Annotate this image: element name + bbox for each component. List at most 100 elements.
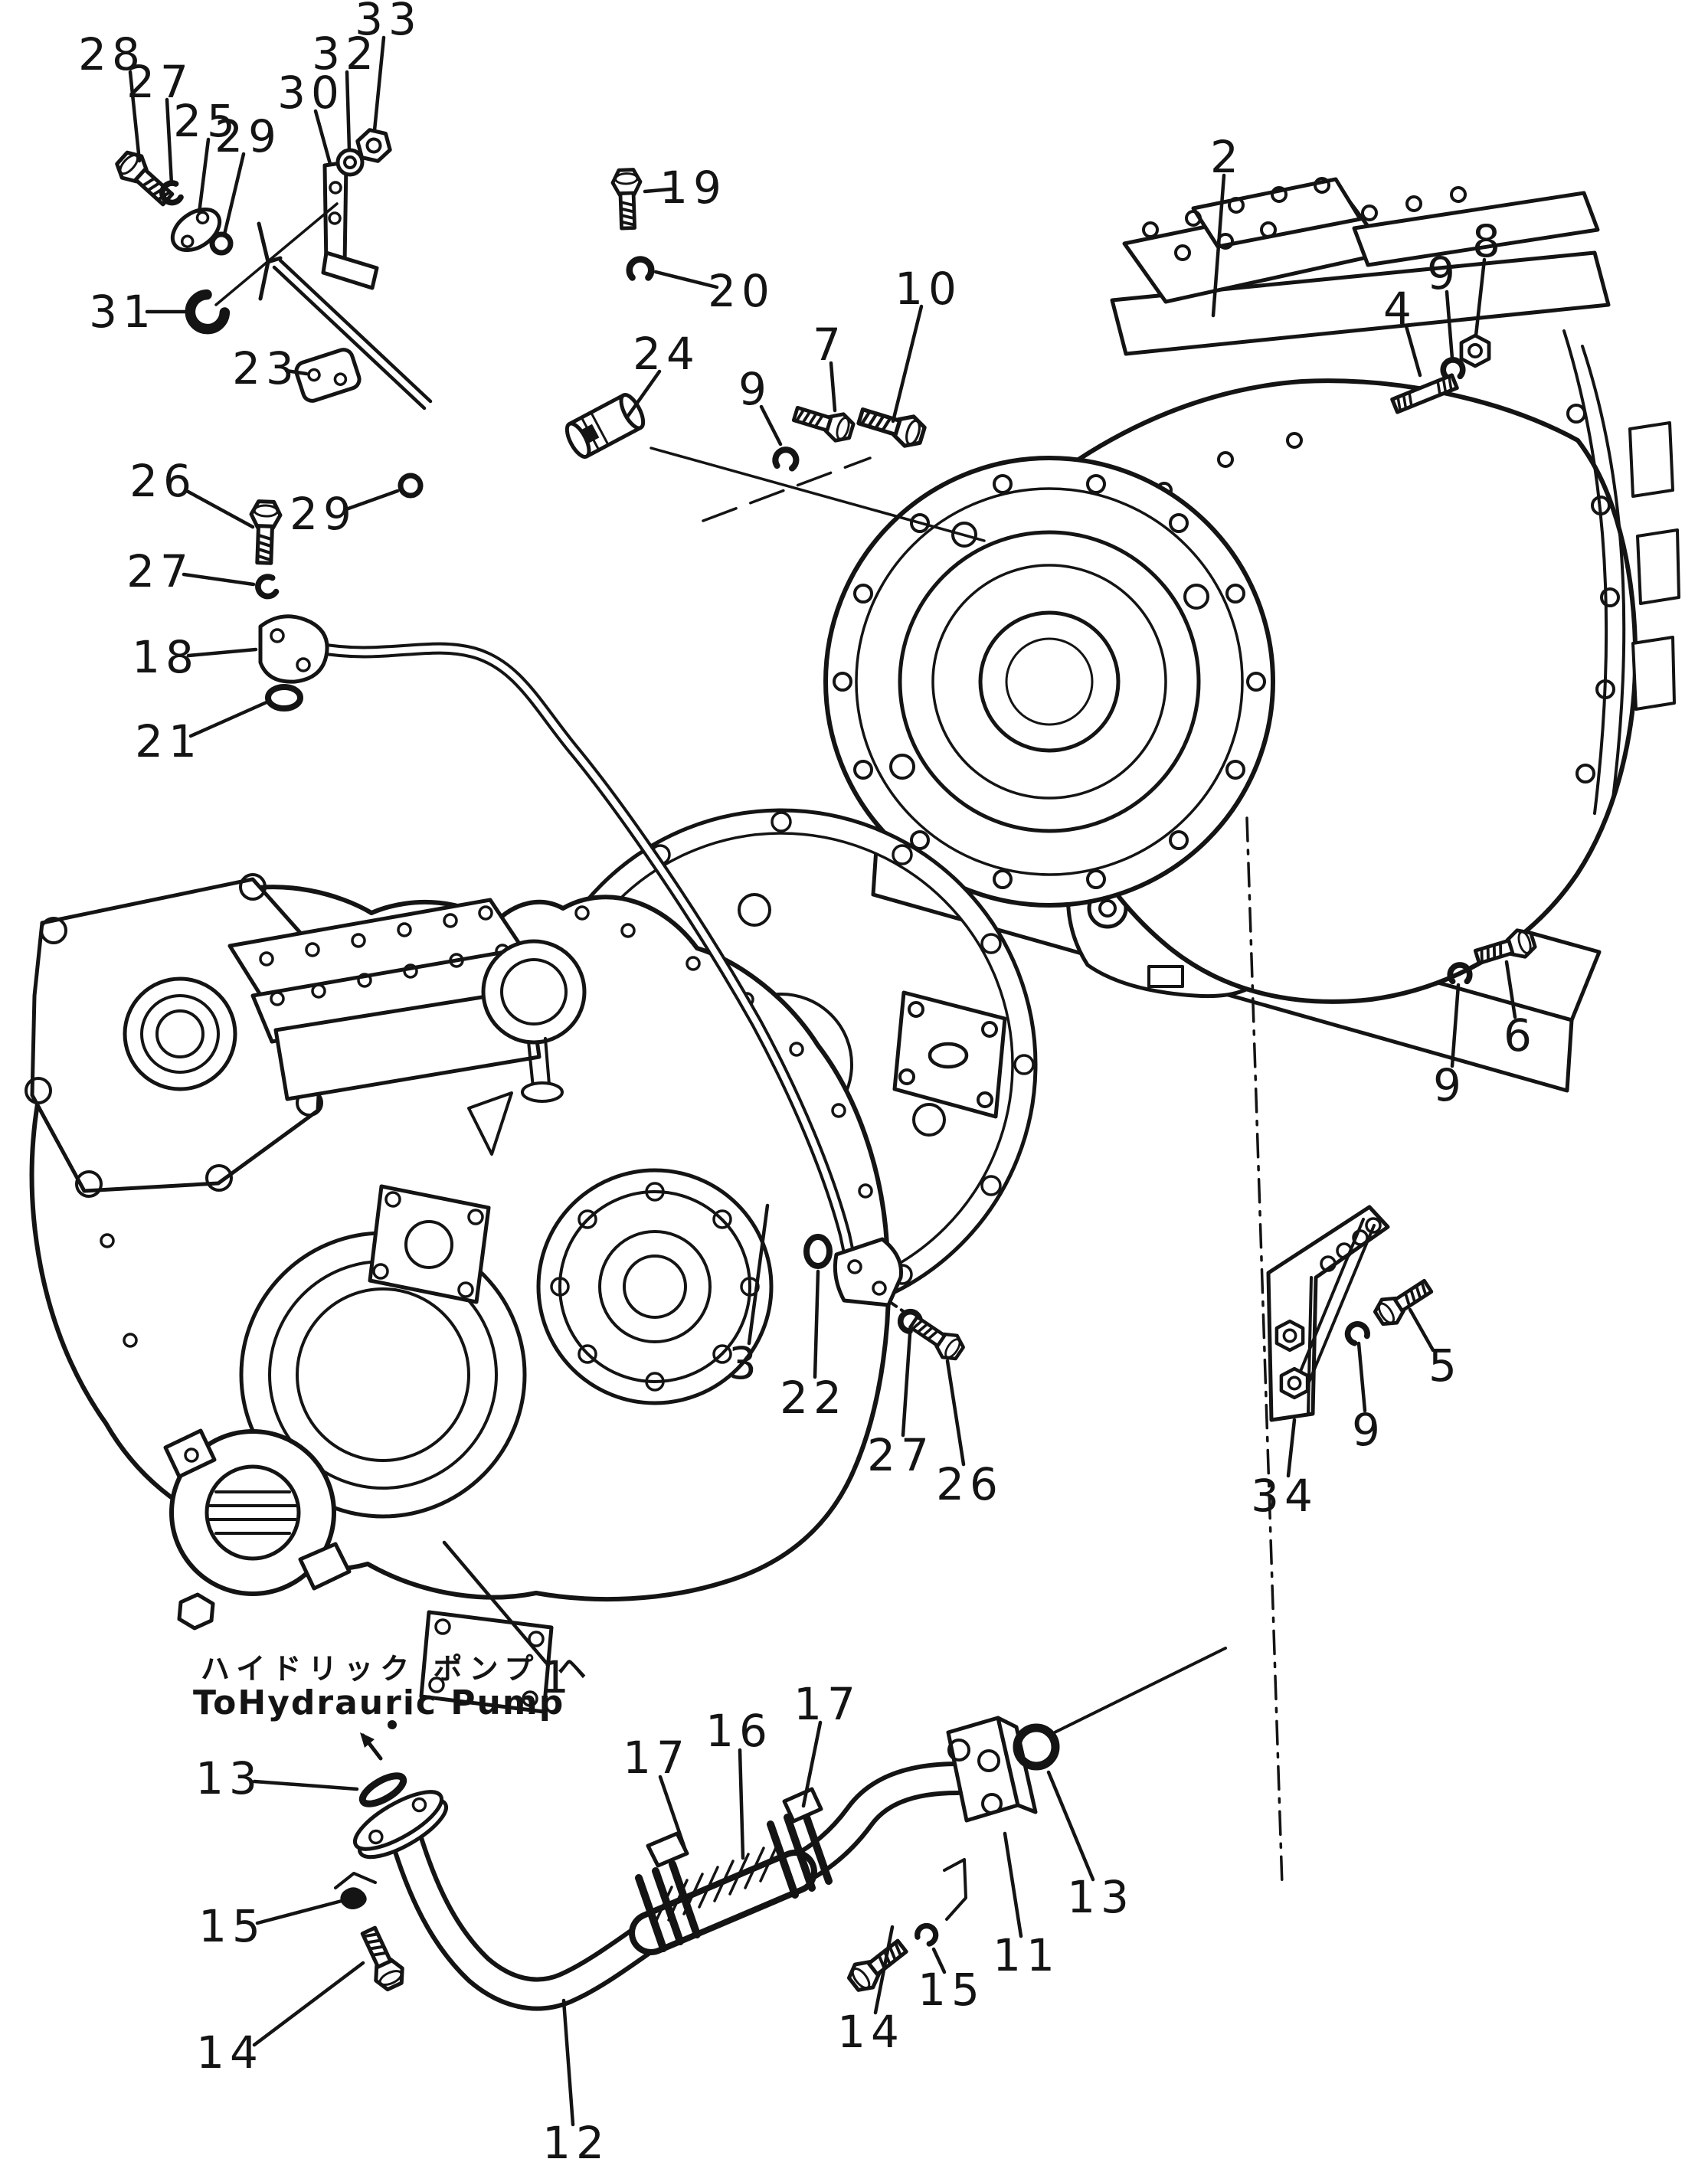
callout-19: 19 bbox=[659, 162, 727, 214]
callout-26: 26 bbox=[129, 455, 197, 507]
leader-line-34 bbox=[1286, 1418, 1297, 1478]
leader-line-22 bbox=[813, 1269, 820, 1379]
callout-33: 33 bbox=[355, 0, 422, 45]
bolt-5 bbox=[1372, 1274, 1435, 1330]
leader-line-29 bbox=[222, 152, 246, 237]
leader-line-1 bbox=[442, 1540, 548, 1665]
drain-plug bbox=[177, 1592, 215, 1631]
leader-line-14 bbox=[252, 1961, 365, 2047]
valve-deck bbox=[1110, 250, 1611, 356]
o-ring-22 bbox=[803, 1234, 833, 1269]
bolt-7 bbox=[791, 401, 855, 444]
callout-9: 9 bbox=[1433, 1059, 1467, 1111]
callout-6: 6 bbox=[1503, 1009, 1537, 1062]
callout-9: 9 bbox=[1352, 1404, 1386, 1456]
clip-20 bbox=[630, 260, 652, 278]
bearing-cover bbox=[536, 1168, 774, 1405]
washer-32 bbox=[338, 150, 362, 175]
bolt-19 bbox=[612, 169, 642, 228]
clip-31 bbox=[183, 291, 228, 336]
bolt-26-left bbox=[250, 501, 281, 563]
control-valve-stack bbox=[227, 898, 542, 1101]
note-japanese: ハイドリック ポンプ ヘ bbox=[201, 1652, 594, 1686]
leader-line-14 bbox=[873, 1925, 895, 2015]
strainer-24 bbox=[564, 393, 646, 459]
solenoid-cover-box bbox=[1352, 191, 1600, 267]
callout-5: 5 bbox=[1428, 1340, 1462, 1392]
leader-line-17 bbox=[658, 1775, 688, 1853]
callout-10: 10 bbox=[895, 263, 962, 315]
stud-4 bbox=[1390, 373, 1459, 414]
pipe-flange-11 bbox=[946, 1716, 1038, 1823]
pto-pad bbox=[368, 1184, 491, 1304]
dipstick-handle bbox=[467, 939, 587, 1156]
bracket-boss-nut bbox=[1277, 1321, 1303, 1350]
callout-21: 21 bbox=[135, 715, 202, 767]
leader-line-15 bbox=[255, 1899, 344, 1925]
leader-line-2 bbox=[1211, 173, 1226, 318]
clip-15-left bbox=[340, 1887, 367, 1910]
callout-28: 28 bbox=[78, 28, 146, 80]
leader-line-29 bbox=[344, 489, 400, 512]
pipe-flange-left bbox=[352, 1790, 449, 1860]
bolt-14-right bbox=[845, 1935, 911, 1995]
leader-line-33 bbox=[372, 35, 386, 132]
leader-line-26 bbox=[183, 488, 255, 529]
callout-14: 14 bbox=[196, 2027, 263, 2079]
bolt-10 bbox=[856, 402, 927, 450]
leader-line-9 bbox=[1450, 983, 1461, 1068]
o-ring-13-left bbox=[358, 1772, 407, 1807]
callout-30: 30 bbox=[277, 67, 345, 119]
leader-line-15 bbox=[931, 1947, 947, 1974]
leader-line-27 bbox=[901, 1332, 912, 1438]
bracket-boss-nut bbox=[1281, 1369, 1307, 1398]
callout-27: 27 bbox=[126, 56, 194, 108]
bracket-30 bbox=[321, 160, 379, 290]
callout-25: 25 bbox=[173, 95, 240, 147]
callout-15: 15 bbox=[198, 1900, 266, 1952]
callout-1: 1 bbox=[541, 1651, 574, 1703]
clip-9-middle bbox=[774, 448, 798, 469]
leader-line-19 bbox=[643, 187, 673, 194]
pipe-joint-cover-18 bbox=[258, 614, 329, 684]
plate-25 bbox=[170, 207, 222, 253]
nut-33 bbox=[355, 126, 392, 165]
bolt-26-bottom bbox=[906, 1311, 967, 1364]
callout-14: 14 bbox=[837, 2006, 905, 2058]
leader-line-17 bbox=[801, 1720, 823, 1808]
leader-line-18 bbox=[186, 647, 258, 658]
leader-line-32 bbox=[345, 70, 352, 152]
lever-foot-23 bbox=[294, 348, 362, 403]
right-side-hardware bbox=[803, 927, 1537, 1364]
callout-9: 9 bbox=[738, 363, 772, 415]
callout-15: 15 bbox=[918, 1964, 985, 2016]
callout-31: 31 bbox=[89, 286, 156, 338]
o-ring-21 bbox=[265, 684, 303, 711]
callout-16: 16 bbox=[705, 1705, 773, 1757]
callout-17: 17 bbox=[623, 1732, 690, 1784]
callout-24: 24 bbox=[633, 328, 700, 380]
clip-15-right bbox=[915, 1922, 939, 1945]
leader-line-9 bbox=[759, 404, 783, 447]
flow-arrow-icon bbox=[360, 1732, 375, 1748]
callout-4: 4 bbox=[1383, 283, 1417, 335]
leader-line-13 bbox=[1046, 1770, 1095, 1882]
leader-line-3 bbox=[747, 1203, 770, 1346]
construction-lines bbox=[214, 202, 1284, 1887]
leader-line-30 bbox=[313, 109, 332, 166]
leader-line-27 bbox=[165, 97, 174, 186]
suction-pipe-assembly bbox=[334, 1716, 1060, 2011]
callout-34: 34 bbox=[1251, 1470, 1318, 1522]
leader-line-9 bbox=[1445, 290, 1454, 361]
support-bracket-34 bbox=[1266, 1205, 1390, 1422]
clip-9-bracket bbox=[1344, 1320, 1369, 1344]
callout-9: 9 bbox=[1427, 247, 1461, 299]
callout-17: 17 bbox=[793, 1678, 861, 1730]
o-ring-29-top bbox=[209, 231, 234, 256]
callout-22: 22 bbox=[780, 1372, 847, 1424]
callout-29: 29 bbox=[214, 110, 282, 162]
mid-left-hardware-cluster bbox=[250, 473, 424, 711]
upper-lube-pipe bbox=[258, 614, 907, 1314]
callout-20: 20 bbox=[708, 265, 775, 317]
